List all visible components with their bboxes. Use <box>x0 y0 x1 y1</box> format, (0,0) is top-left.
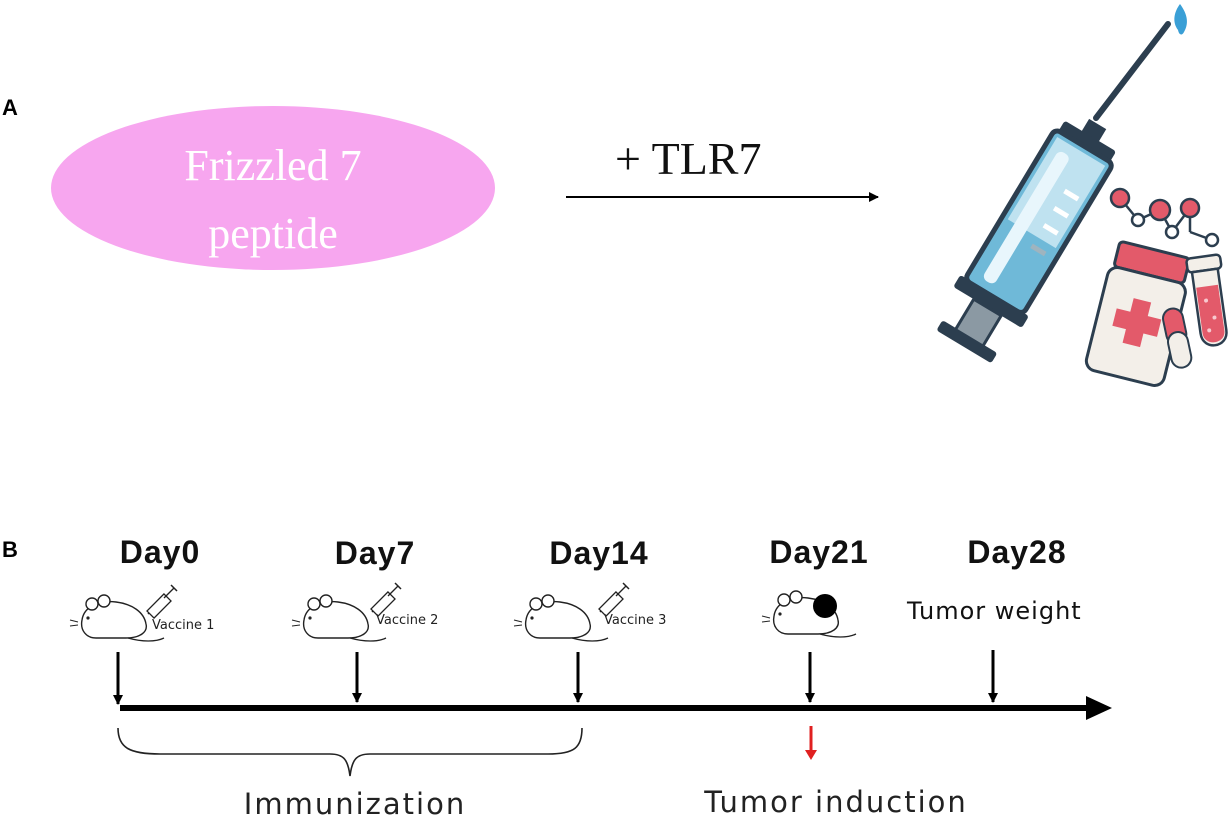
tumor-weight-label: Tumor weight <box>906 597 1082 625</box>
medicine-bottle-icon <box>1084 240 1191 387</box>
test-tube-icon <box>1185 253 1228 347</box>
vaccine-label-3: Vaccine 3 <box>604 613 666 628</box>
panel-a-label: A <box>2 95 18 120</box>
capsule-icon <box>1162 307 1193 369</box>
vaccine-label-1: Vaccine 1 <box>152 618 214 633</box>
molecule-icon <box>1109 187 1220 248</box>
small-syringe-icon <box>370 582 402 617</box>
mouse-icon <box>69 594 165 642</box>
mouse-icon <box>513 594 609 642</box>
day-label-14: Day14 <box>549 535 648 571</box>
vaccine-label-2: Vaccine 2 <box>376 613 438 628</box>
immunization-brace <box>117 727 583 777</box>
day-label-0: Day0 <box>120 534 201 570</box>
syringe-icon <box>937 4 1187 363</box>
day-label-28: Day28 <box>967 534 1066 570</box>
small-syringe-icon <box>598 582 630 617</box>
peptide-ellipse <box>51 106 495 270</box>
day-label-21: Day21 <box>769 534 868 570</box>
peptide-line-2: peptide <box>208 209 338 258</box>
day-label-7: Day7 <box>335 535 416 571</box>
tumor-induction-label: Tumor induction <box>703 785 968 819</box>
mouse-icon <box>291 594 387 642</box>
timeline-arrowhead <box>1086 696 1112 720</box>
immunization-label: Immunization <box>244 787 466 821</box>
adjuvant-label: + TLR7 <box>615 133 762 184</box>
small-syringe-icon <box>146 584 178 619</box>
peptide-line-1: Frizzled 7 <box>184 141 361 190</box>
tumor-mouse-icon <box>761 590 857 638</box>
panel-b-label: B <box>2 537 18 562</box>
tumor-induction-arrowhead <box>805 750 817 760</box>
